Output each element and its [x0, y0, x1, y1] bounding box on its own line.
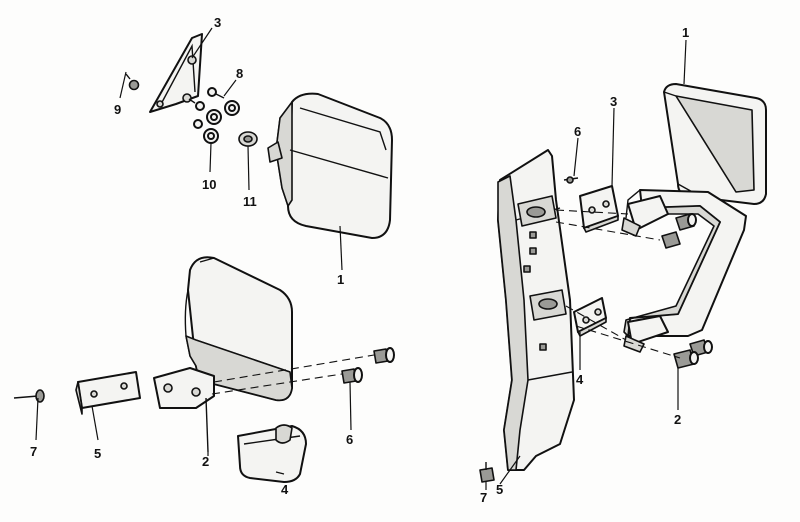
hex-nut	[238, 131, 258, 147]
callout-5-right: 5	[496, 482, 503, 497]
right-leader-lines	[485, 39, 687, 490]
right-assembly: 1 3 6 4 2 5 7	[479, 25, 767, 505]
callout-2-right: 2	[674, 412, 681, 427]
small-screw-right	[563, 176, 579, 184]
left-assembly: 3 8 9 10 11 1 7 5 2 4 6	[13, 15, 395, 497]
bolts-right	[555, 209, 713, 369]
callout-7-left: 7	[30, 444, 37, 459]
callout-2-left: 2	[202, 454, 209, 469]
callout-6-left: 6	[346, 432, 353, 447]
callout-4-left: 4	[281, 482, 289, 497]
callout-3-left: 3	[214, 15, 221, 30]
small-screw	[125, 73, 140, 91]
mirror-body-lower	[153, 256, 293, 453]
upper-gasket	[579, 185, 619, 233]
lower-gasket	[573, 297, 607, 337]
mirror-head-upper	[267, 92, 393, 239]
callout-10-left: 10	[202, 177, 216, 192]
right-callouts: 1 3 6 4 2 5 7	[480, 25, 689, 505]
callout-1-left: 1	[337, 272, 344, 287]
callout-11-left: 11	[243, 194, 257, 209]
callout-8-left: 8	[236, 66, 243, 81]
mirror-head-right	[663, 83, 767, 205]
mounting-plate	[75, 371, 141, 415]
callout-6-right: 6	[574, 124, 581, 139]
bolts-left	[211, 347, 395, 395]
left-leader-lines	[35, 27, 352, 475]
callout-1-right: 1	[682, 25, 689, 40]
callout-7-right: 7	[480, 490, 487, 505]
callout-5-left: 5	[94, 446, 101, 461]
callout-9-left: 9	[114, 102, 121, 117]
arm-cover	[237, 424, 307, 483]
left-callouts: 3 8 9 10 11 1 7 5 2 4 6	[30, 15, 353, 497]
callout-3-right: 3	[610, 94, 617, 109]
callout-4-right: 4	[576, 372, 584, 387]
triangle-bracket	[149, 33, 203, 113]
long-screw	[13, 389, 45, 403]
base-screw	[479, 462, 495, 483]
mirror-arm-right	[621, 189, 747, 353]
pillar-bracket	[497, 149, 575, 471]
